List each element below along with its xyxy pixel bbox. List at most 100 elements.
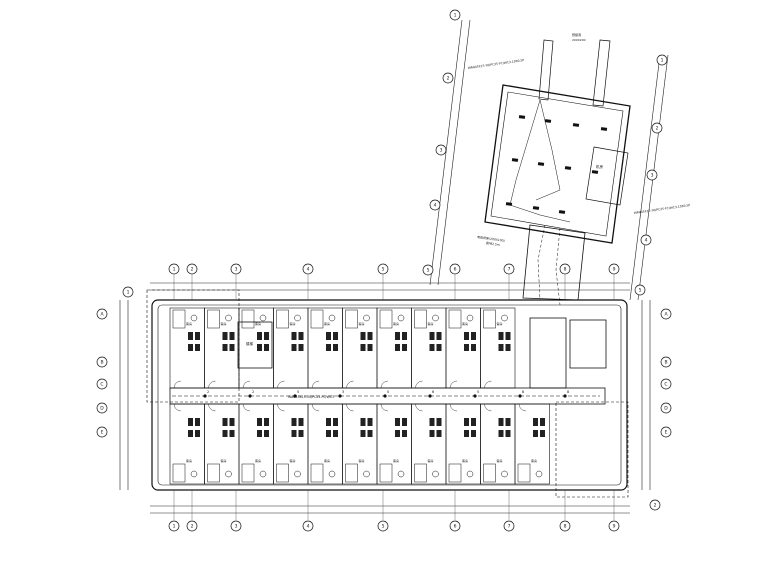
bed-fixture xyxy=(367,418,373,426)
corridor-mark: 6 xyxy=(432,390,434,394)
chair-symbol xyxy=(294,470,301,478)
annex-side-note: WAN45X15-50/PC25-FC/WC3-10X0.5P xyxy=(634,203,691,215)
bed-fixture xyxy=(222,430,228,437)
bed-fixture xyxy=(333,332,338,340)
axis-bubble xyxy=(649,499,661,511)
bathroom xyxy=(414,463,427,483)
chair-symbol xyxy=(501,314,508,322)
axis-bubble-label: 9 xyxy=(613,524,616,530)
bed-fixture xyxy=(264,430,269,437)
bed-fixture xyxy=(222,332,228,340)
corridor-note: WAN45X15-50/PC25-FC/WC3 xyxy=(288,395,334,399)
axis-bubble xyxy=(96,378,108,390)
chair-symbol xyxy=(363,314,370,322)
bed-fixture xyxy=(229,430,235,437)
axis-bubble-label: 2 xyxy=(656,126,659,132)
chair-symbol xyxy=(466,314,474,322)
bed-fixture xyxy=(436,418,442,426)
room-label: 客房 xyxy=(255,458,261,463)
bed-fixture xyxy=(195,418,200,426)
axis-bubble-label: D xyxy=(664,406,668,412)
axis-bubble-label: 3 xyxy=(235,267,238,273)
bed-fixture xyxy=(464,430,469,437)
chair-symbol xyxy=(328,314,336,322)
door-swing xyxy=(173,403,182,412)
door-swing xyxy=(415,380,423,389)
bed-fixture xyxy=(222,418,228,426)
annex-shaft-right xyxy=(592,39,611,107)
chair-symbol xyxy=(294,314,301,322)
guest-room xyxy=(480,403,516,485)
annex-outer-wall xyxy=(484,84,631,244)
chair-symbol xyxy=(328,470,336,478)
bed-fixture xyxy=(429,430,435,437)
door-swing xyxy=(242,380,251,389)
light-fixture xyxy=(572,123,580,127)
door-swing xyxy=(346,380,354,389)
bed-fixture xyxy=(402,430,407,437)
axis-bubble-label: 5 xyxy=(639,288,642,294)
door-swing xyxy=(484,403,492,412)
bathroom xyxy=(241,463,255,483)
bed-fixture xyxy=(402,332,407,340)
bed-fixture xyxy=(360,430,366,437)
hole-label: 预留洞 xyxy=(572,32,581,37)
axis-bubble xyxy=(449,520,461,532)
axis-bubble xyxy=(422,264,434,276)
bed-fixture xyxy=(360,418,366,426)
guest-room xyxy=(238,403,274,485)
room-label: 客房 xyxy=(290,458,296,463)
axis-bubble xyxy=(230,520,242,532)
room-label: 客房 xyxy=(186,321,192,326)
door-swing xyxy=(415,403,423,412)
rooms-layer: 客房客房客房客房客房客房客房客房客房客房客房客房客房客房客房客房客房客房客房客房… xyxy=(169,307,550,485)
bed-fixture xyxy=(195,430,200,437)
guest-room xyxy=(169,403,205,485)
axis-bubble xyxy=(651,122,663,134)
bathroom xyxy=(276,463,289,483)
guest-room xyxy=(480,307,516,389)
bathroom xyxy=(207,463,220,483)
door-swing xyxy=(346,403,354,412)
annex-shaft-left xyxy=(538,39,554,101)
chair-symbol xyxy=(190,314,198,322)
door-swing xyxy=(242,403,251,412)
room-label: 客房 xyxy=(324,321,330,326)
bed-fixture xyxy=(229,332,235,340)
annex-building xyxy=(484,39,631,301)
bed-fixture xyxy=(395,344,400,351)
bed-fixture xyxy=(429,418,435,426)
bathroom xyxy=(448,463,462,483)
building-outer-wall xyxy=(151,299,628,491)
corridor-junction xyxy=(338,394,342,398)
axis-bubble-label: 1 xyxy=(127,290,130,296)
building-inner-wall xyxy=(157,304,622,486)
axis-bubble xyxy=(608,520,620,532)
axis-bubble xyxy=(96,356,108,368)
axis-bubble xyxy=(230,263,242,275)
axis-bubble xyxy=(96,308,108,320)
stair-label: 楼梯 xyxy=(246,341,253,346)
chair-symbol xyxy=(535,470,543,478)
axis-bubble xyxy=(435,144,447,156)
axis-bubble-label: B xyxy=(664,360,667,366)
bed-fixture xyxy=(395,332,400,340)
bed-fixture xyxy=(367,332,373,340)
annex-left-note: 电缆桥架(200X100) xyxy=(477,234,505,243)
axis-bubble xyxy=(608,263,620,275)
axis-bubble-label: 3 xyxy=(235,524,238,530)
bed-fixture xyxy=(402,418,407,426)
corridor-mark: 3 xyxy=(342,390,344,394)
room-label: 客房 xyxy=(221,458,227,463)
annex-side-box xyxy=(585,146,629,206)
light-fixture xyxy=(544,119,552,123)
bathroom xyxy=(483,309,496,329)
annex-fixtures xyxy=(505,99,608,306)
room-label: 客房 xyxy=(255,321,261,326)
bathroom xyxy=(310,463,324,483)
axis-bubble-label: 2 xyxy=(654,503,657,509)
bed-fixture xyxy=(333,418,338,426)
bed-fixture xyxy=(540,418,545,426)
bed-fixture xyxy=(188,344,193,351)
